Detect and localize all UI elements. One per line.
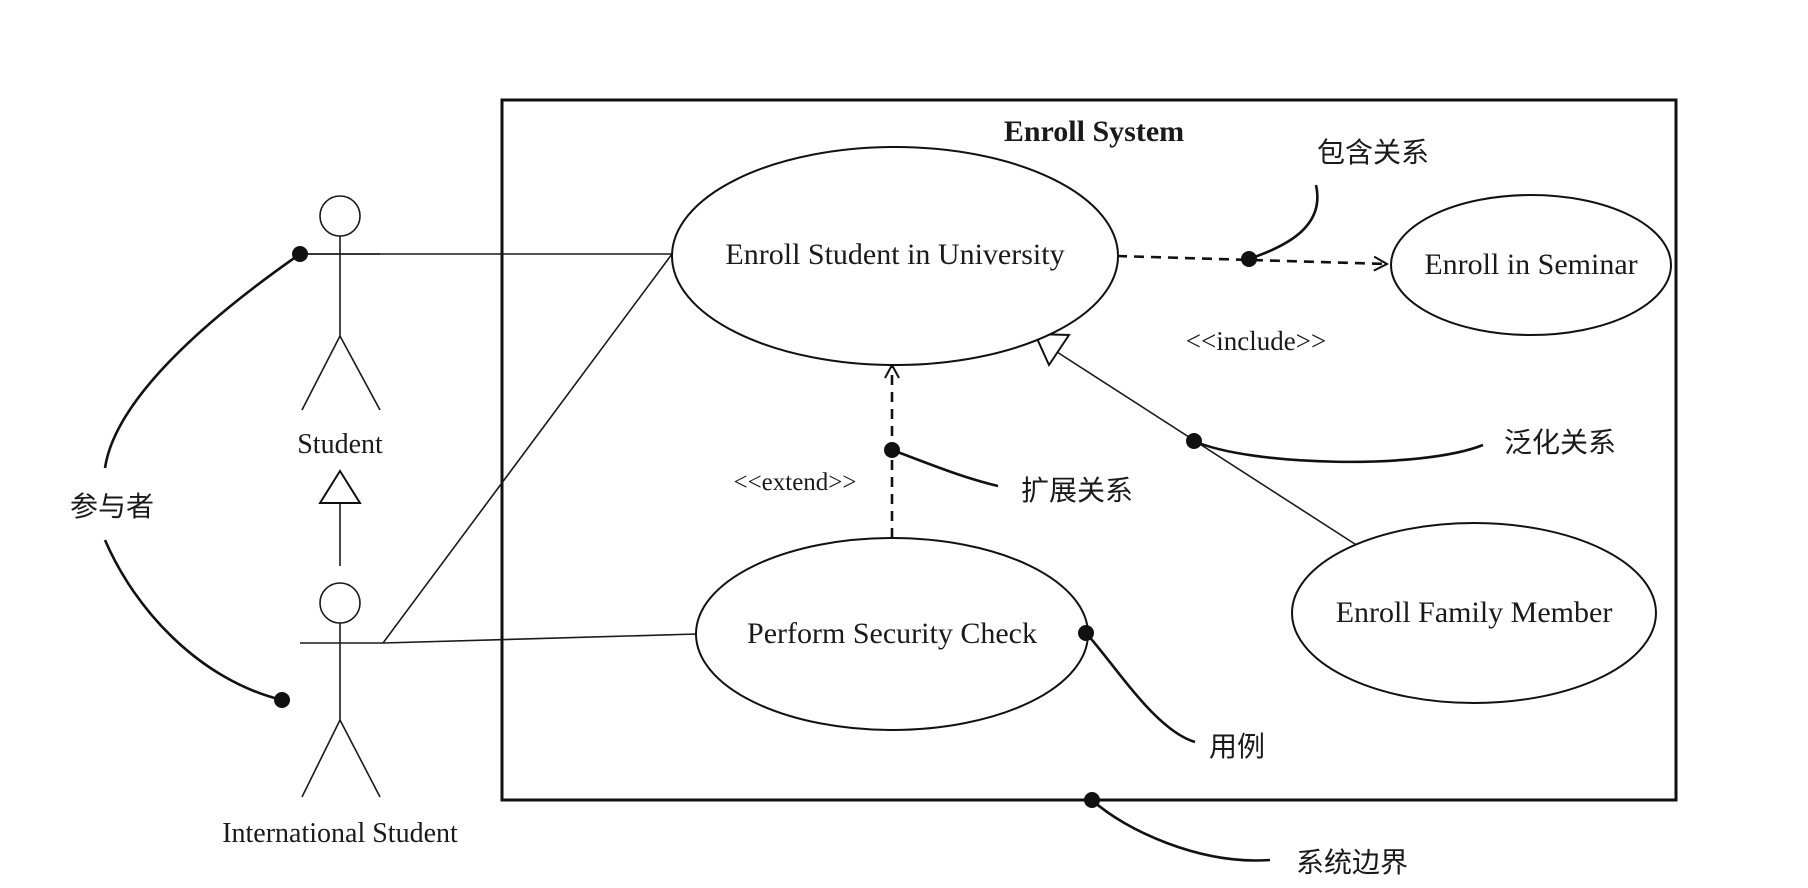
association-intl-security — [382, 633, 698, 644]
annotation-include-relation: 包含关系 — [1317, 136, 1429, 169]
actor-generalization-arrowhead — [318, 469, 362, 504]
actor-international-student-label: International Student — [222, 818, 458, 849]
callout-generalization-dot — [1186, 433, 1202, 449]
callout-actor-upper — [103, 252, 301, 469]
use-case-enroll-seminar-label: Enroll in Seminar — [1424, 248, 1637, 281]
system-title: Enroll System — [1004, 115, 1184, 148]
use-case-security-check: Perform Security Check — [695, 537, 1089, 731]
include-stereotype: <<include>> — [1186, 326, 1326, 356]
annotation-extend-relation: 扩展关系 — [1021, 474, 1133, 507]
annotation-system-boundary: 系统边界 — [1296, 846, 1408, 879]
usecase-generalization-line — [1056, 351, 1359, 547]
association-intl-enroll — [382, 253, 673, 644]
callout-actor-dot-lower — [274, 692, 290, 708]
callout-extend — [891, 448, 999, 488]
use-case-family-member: Enroll Family Member — [1291, 522, 1657, 704]
callout-include — [1248, 184, 1319, 261]
extend-stereotype: <<extend>> — [733, 469, 856, 496]
callout-generalization — [1193, 439, 1484, 464]
actor-student-label: Student — [297, 429, 383, 460]
callout-actor-lower — [103, 539, 283, 702]
callout-actor-dot-upper — [292, 246, 308, 262]
callout-include-dot — [1241, 251, 1257, 267]
annotation-use-case: 用例 — [1209, 730, 1265, 763]
callout-system-boundary — [1091, 799, 1271, 862]
callout-extend-dot — [884, 442, 900, 458]
use-case-family-member-label: Enroll Family Member — [1336, 596, 1613, 629]
annotation-generalization-relation: 泛化关系 — [1504, 426, 1616, 459]
use-case-enroll-university: Enroll Student in University — [671, 146, 1119, 366]
callout-use-case — [1085, 632, 1196, 744]
include-relation-line — [1116, 254, 1387, 264]
use-case-enroll-seminar: Enroll in Seminar — [1390, 194, 1672, 336]
actor-student — [300, 195, 381, 411]
callout-system-boundary-dot — [1084, 792, 1100, 808]
annotation-actor: 参与者 — [70, 490, 154, 523]
use-case-enroll-university-label: Enroll Student in University — [725, 238, 1064, 271]
use-case-security-check-label: Perform Security Check — [747, 617, 1037, 650]
actor-international-student — [300, 582, 383, 798]
callout-use-case-dot — [1078, 625, 1094, 641]
